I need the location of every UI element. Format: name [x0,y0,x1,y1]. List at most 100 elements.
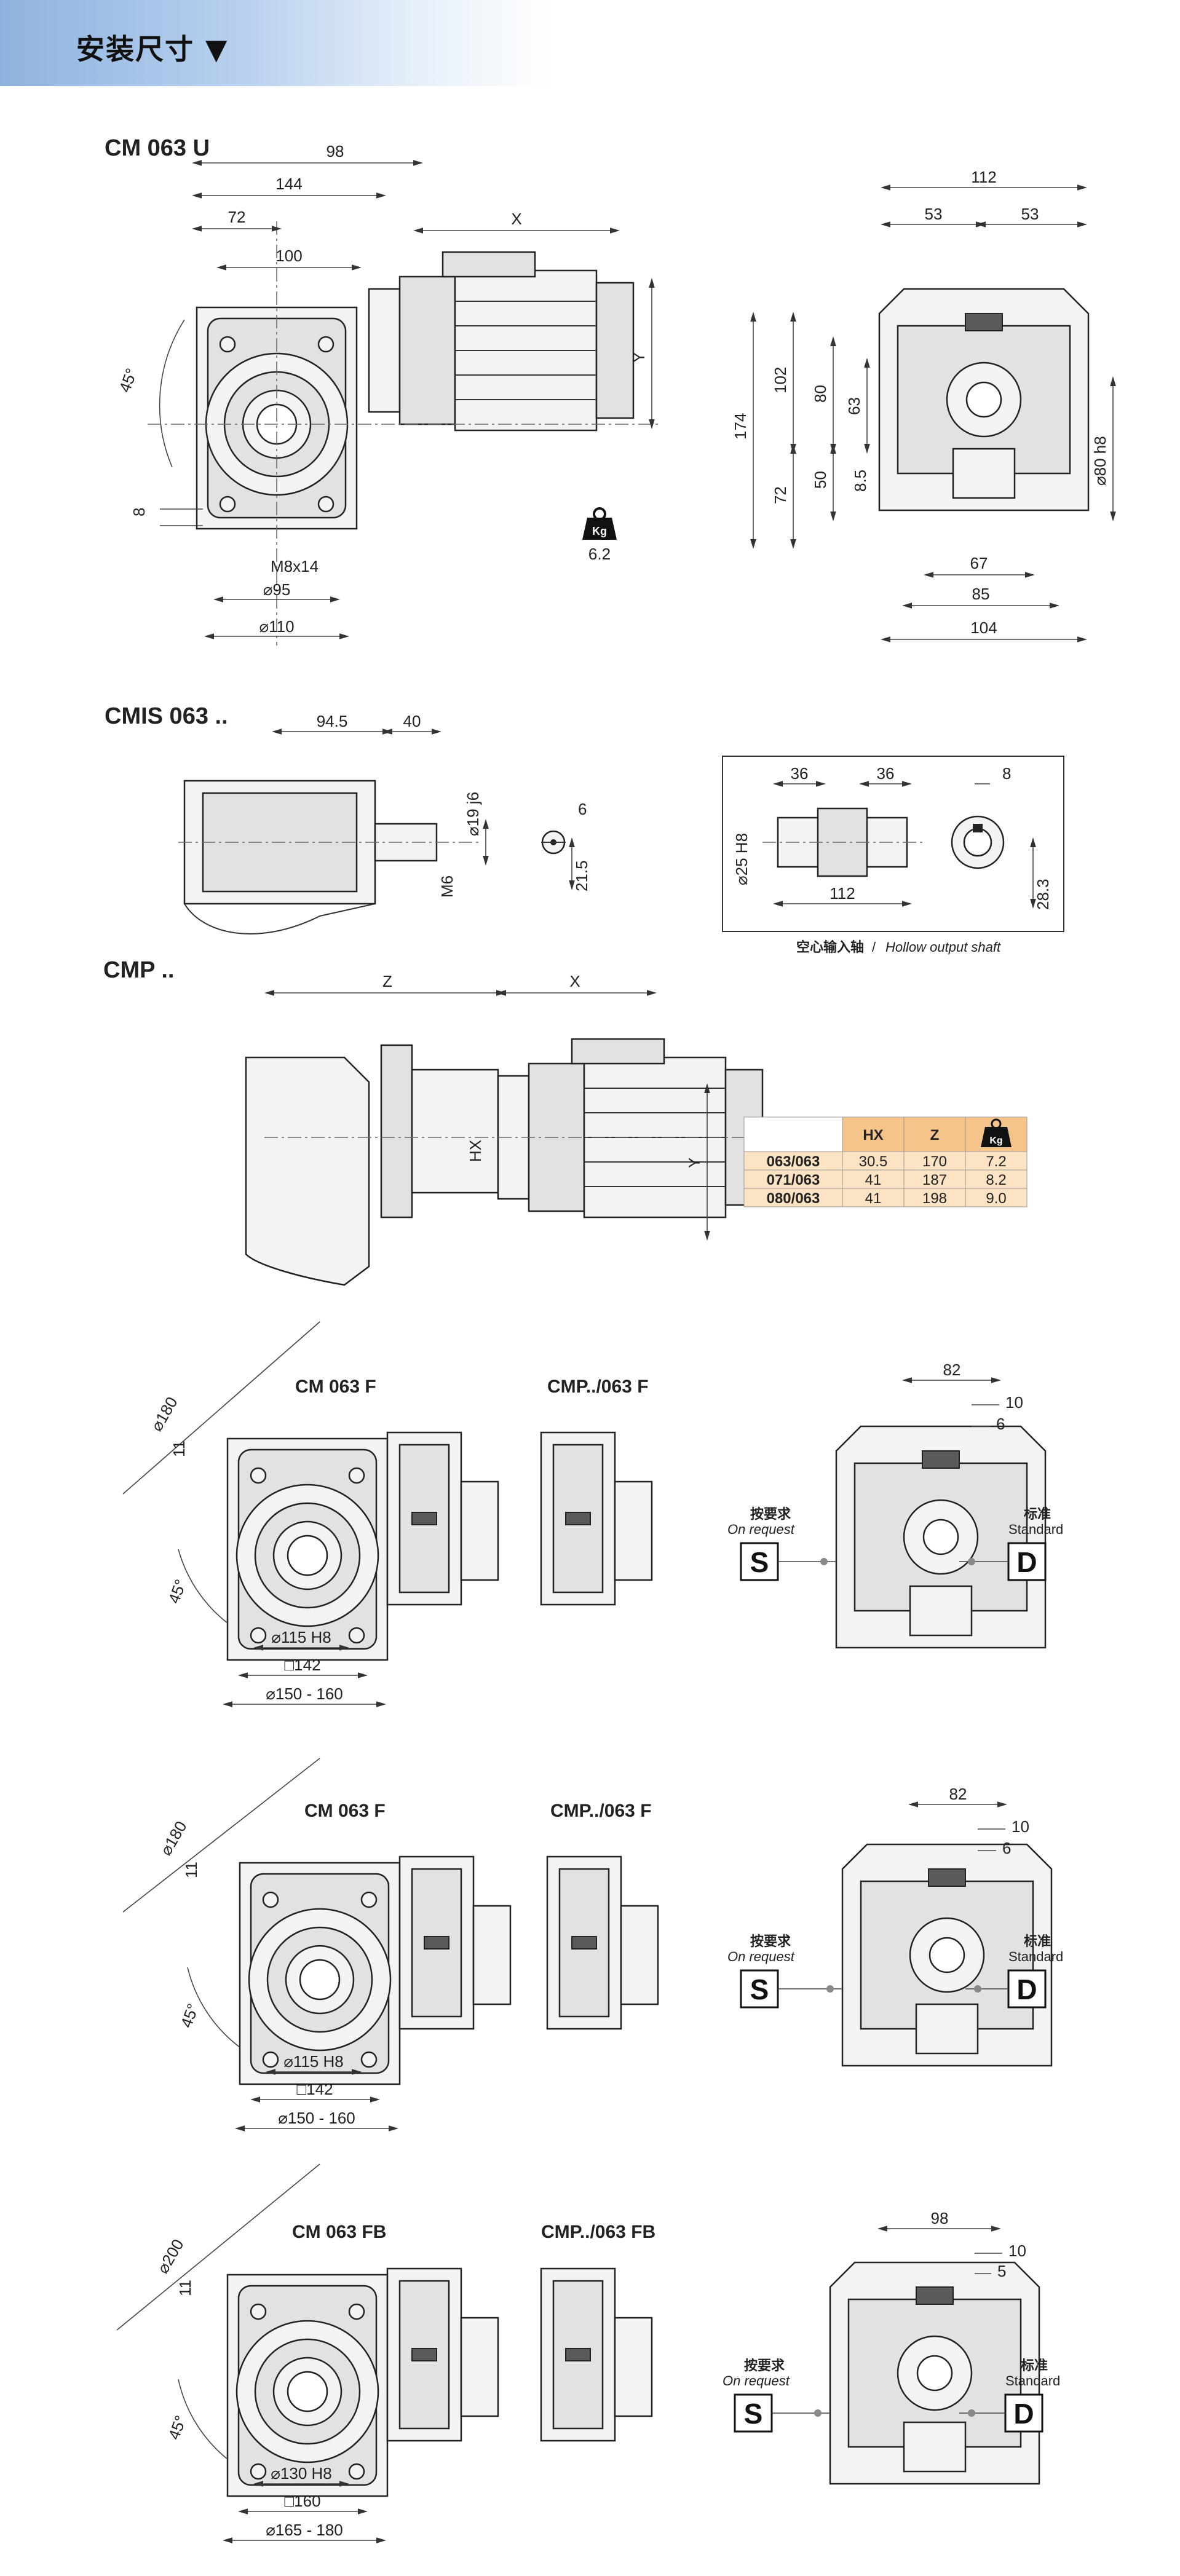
dim-dia110: ⌀110 [259,617,294,636]
table-cell: 071/063 [767,1172,820,1188]
section-title-left: CM 063 F [304,1801,386,1821]
on-request-en: On request [723,2373,790,2388]
flange-cmp-view [546,1855,659,2030]
gearbox-side-view [878,288,1090,512]
section-title-left: CM 063 FB [292,2222,386,2242]
weight-icon: Kg [582,507,617,540]
cmp-motor [497,1038,764,1219]
dim-45deg: 45° [164,2413,190,2442]
dim-5: 5 [997,2262,1006,2280]
dim-dia95: ⌀95 [263,580,291,599]
dim-174: 174 [731,413,750,440]
table-cell: 30.5 [859,1153,888,1170]
table-header: Kg [989,1136,1002,1146]
option-d-box [1004,2393,1043,2433]
dim-85: 85 [972,585,990,603]
dim-y: Y [685,1158,703,1168]
standard-en: Standard [1008,1949,1063,1964]
dim-144: 144 [275,175,302,193]
flange-side-view [398,1855,512,2030]
table-cell: 080/063 [767,1190,820,1207]
section-flange-a: CM 063 F CMP../063 F ⌀180 11 45° ⌀115 H8… [122,1321,1063,1707]
weight-value: 6.2 [588,545,611,563]
option-d-box [1007,1542,1047,1581]
dim-98: 98 [327,142,344,160]
on-request-cn: 按要求 [750,1506,791,1522]
section-title-right: CMP../063 FB [541,2222,655,2242]
dim-45deg: 45° [176,2001,202,2030]
dim-82: 82 [943,1361,961,1379]
section-title: CM 063 U [105,135,210,161]
dim-45deg: 45° [115,366,141,395]
standard-cn: 标准 [1021,2358,1048,2373]
standard-en: Standard [1008,1522,1063,1537]
table-cell: 170 [922,1153,947,1170]
dim-72-side: 72 [771,486,790,504]
section-cmp: CMP .. Z X HX Y HX Z Kg [103,957,1028,1286]
section-title-right: CMP../063 F [547,1377,649,1397]
flange-front-view [226,2274,389,2497]
section-flange-c: CM 063 FB CMP../063 FB ⌀200 11 45° ⌀130 … [116,2163,1060,2543]
dim-50: 50 [811,471,830,489]
section-cmis: CMIS 063 .. 94.5 40 ⌀19 j6 M6 6 21.5 36 … [105,703,1064,955]
dim-40: 40 [403,712,421,730]
flange-cmp-view [540,2267,653,2442]
option-s: S [750,1973,769,2005]
section-title-right: CMP../063 F [550,1801,652,1821]
dim-6: 6 [578,800,587,818]
on-request-cn: 按要求 [744,2358,785,2373]
table-cell: 41 [865,1172,882,1188]
dim-80: 80 [811,385,830,403]
dim-104: 104 [970,618,997,637]
dim-36a: 36 [791,764,809,783]
dim-100: 100 [275,247,302,265]
table-cell: 41 [865,1190,882,1207]
table-cell: 8.2 [986,1172,1006,1188]
flange-cmp-view [540,1431,653,1606]
dim-10: 10 [1005,1393,1023,1412]
dim-67: 67 [970,554,988,572]
standard-en: Standard [1005,2373,1060,2388]
dim-dia165-180: ⌀165 - 180 [266,2521,343,2539]
dim-x: X [569,972,580,990]
cmp-dimension-table: HX Z Kg 063/063 30.5 170 7.2 071/063 41 … [743,1116,1028,1207]
section-title-left: CM 063 F [295,1377,376,1397]
dim-m8x14: M8x14 [271,557,319,575]
dim-53a: 53 [925,205,943,223]
dim-dia25h8: ⌀25 H8 [732,833,751,885]
option-s: S [744,2398,763,2430]
flange-side-view [386,1431,499,1606]
on-request-cn: 按要求 [750,1934,791,1949]
option-d-box [1007,1969,1047,2009]
hollow-shaft-box [722,756,1064,932]
table-cell: 7.2 [986,1153,1006,1170]
standard-cn: 标准 [1024,1934,1051,1949]
option-d: D [1016,1973,1037,2005]
header-bar [0,0,553,86]
caption-sep: / [872,939,876,955]
caption-en: Hollow output shaft [885,939,1001,955]
dim-11: 11 [176,2280,194,2296]
dim-82: 82 [949,1785,967,1803]
dim-94-5: 94.5 [317,712,348,730]
dim-dia150-160: ⌀150 - 160 [266,1685,343,1703]
dim-21-5: 21.5 [572,860,591,891]
section-cm063u: CM 063 U 98 144 72 100 45° 8 M8x14 ⌀95 ⌀… [105,135,1116,646]
dim-dia150-160: ⌀150 - 160 [278,2109,355,2127]
dim-sq142: □142 [284,1656,320,1674]
dim-8: 8 [130,508,148,516]
dim-dia130h8: ⌀130 H8 [271,2464,332,2483]
dim-dia200: ⌀200 [153,2236,188,2277]
flange-side-view [386,2267,499,2442]
dim-dia115h8: ⌀115 H8 [283,2052,344,2071]
dim-45deg: 45° [164,1577,190,1606]
dim-112-shaft: 112 [830,884,855,903]
option-s-box [740,1542,779,1581]
dim-11: 11 [182,1862,200,1878]
dim-8-key: 8 [1002,764,1011,783]
table-cell: 198 [922,1190,947,1207]
dim-dia115h8: ⌀115 H8 [271,1628,331,1646]
standard-cn: 标准 [1024,1506,1051,1522]
on-request-en: On request [727,1522,795,1537]
